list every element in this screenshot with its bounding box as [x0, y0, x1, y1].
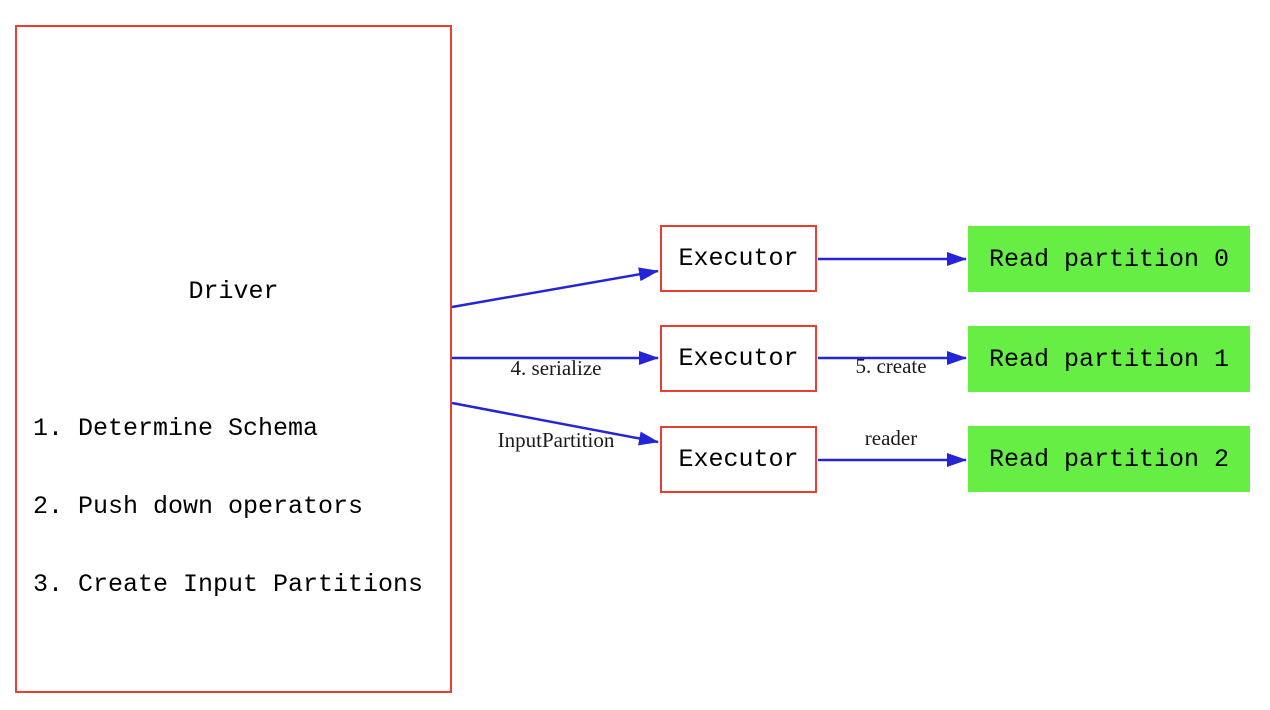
arrow-driver-to-executor-1 [451, 267, 659, 309]
executor-label-3: Executor [678, 445, 799, 474]
driver-step-3: 3. Create Input Partitions [33, 570, 424, 599]
serialize-edge-label-line2: InputPartition [497, 428, 615, 452]
read-partition-label-1: Read partition 1 [988, 344, 1230, 374]
executor-label-2: Executor [678, 344, 799, 373]
executor-label-1: Executor [678, 244, 799, 273]
driver-step-2: 2. Push down operators [33, 492, 364, 521]
executor-box-2: Executor [660, 325, 817, 392]
driver-steps-list: 1. Determine Schema 2. Push down operato… [33, 364, 423, 650]
create-reader-edge-label-line2: reader [864, 426, 918, 450]
driver-box: Driver 1. Determine Schema 2. Push down … [15, 25, 452, 693]
driver-step-1: 1. Determine Schema [33, 414, 319, 443]
create-reader-edge-label: 5. create reader [786, 306, 996, 498]
create-reader-edge-label-line1: 5. create [855, 354, 927, 378]
read-partition-label-2: Read partition 2 [988, 444, 1230, 474]
serialize-edge-label-line1: 4. serialize [510, 356, 602, 380]
executor-box-3: Executor [660, 426, 817, 493]
read-partition-box-1: Read partition 1 [968, 326, 1250, 392]
driver-title: Driver [188, 277, 279, 306]
serialize-edge-label: 4. serialize InputPartition [451, 308, 661, 500]
executor-box-1: Executor [660, 225, 817, 292]
read-partition-label-0: Read partition 0 [988, 244, 1230, 274]
read-partition-box-0: Read partition 0 [968, 226, 1250, 292]
read-partition-box-2: Read partition 2 [968, 426, 1250, 492]
